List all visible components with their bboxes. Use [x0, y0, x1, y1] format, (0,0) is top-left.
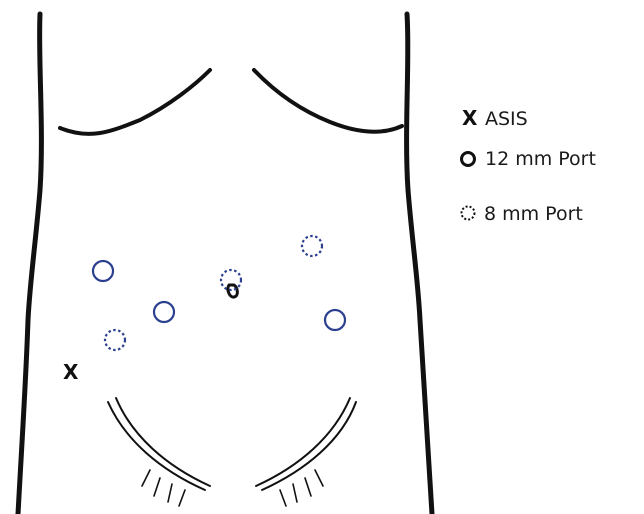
legend-12mm-label: 12 mm Port [485, 148, 596, 170]
right-rib-line [254, 70, 402, 132]
port-12mm-marker [93, 261, 113, 281]
legend-asis-label: ASIS [485, 108, 528, 130]
port-8mm-marker [105, 330, 125, 350]
left-groin-line-2 [116, 398, 210, 486]
torso-outline [18, 14, 432, 514]
umbilicus [228, 285, 237, 297]
pubic-hair-right [280, 470, 323, 506]
port-8mm-marker [221, 270, 241, 290]
port-12mm-marker [154, 302, 174, 322]
right-groin-line-2 [256, 398, 350, 486]
legend: X ASIS 12 mm Port 8 mm Port [462, 106, 596, 225]
left-rib-line [60, 70, 210, 134]
legend-8mm-label: 8 mm Port [484, 203, 583, 225]
left-torso-side [18, 14, 41, 514]
asis-marker: X [63, 360, 79, 384]
legend-asis-symbol: X [462, 106, 478, 130]
port-12mm-marker [325, 310, 345, 330]
groin-lines [108, 398, 356, 506]
port-markers [93, 236, 345, 350]
right-torso-side [407, 14, 432, 514]
legend-12mm-symbol [462, 153, 475, 166]
port-8mm-marker [302, 236, 322, 256]
legend-8mm-symbol [462, 207, 475, 220]
